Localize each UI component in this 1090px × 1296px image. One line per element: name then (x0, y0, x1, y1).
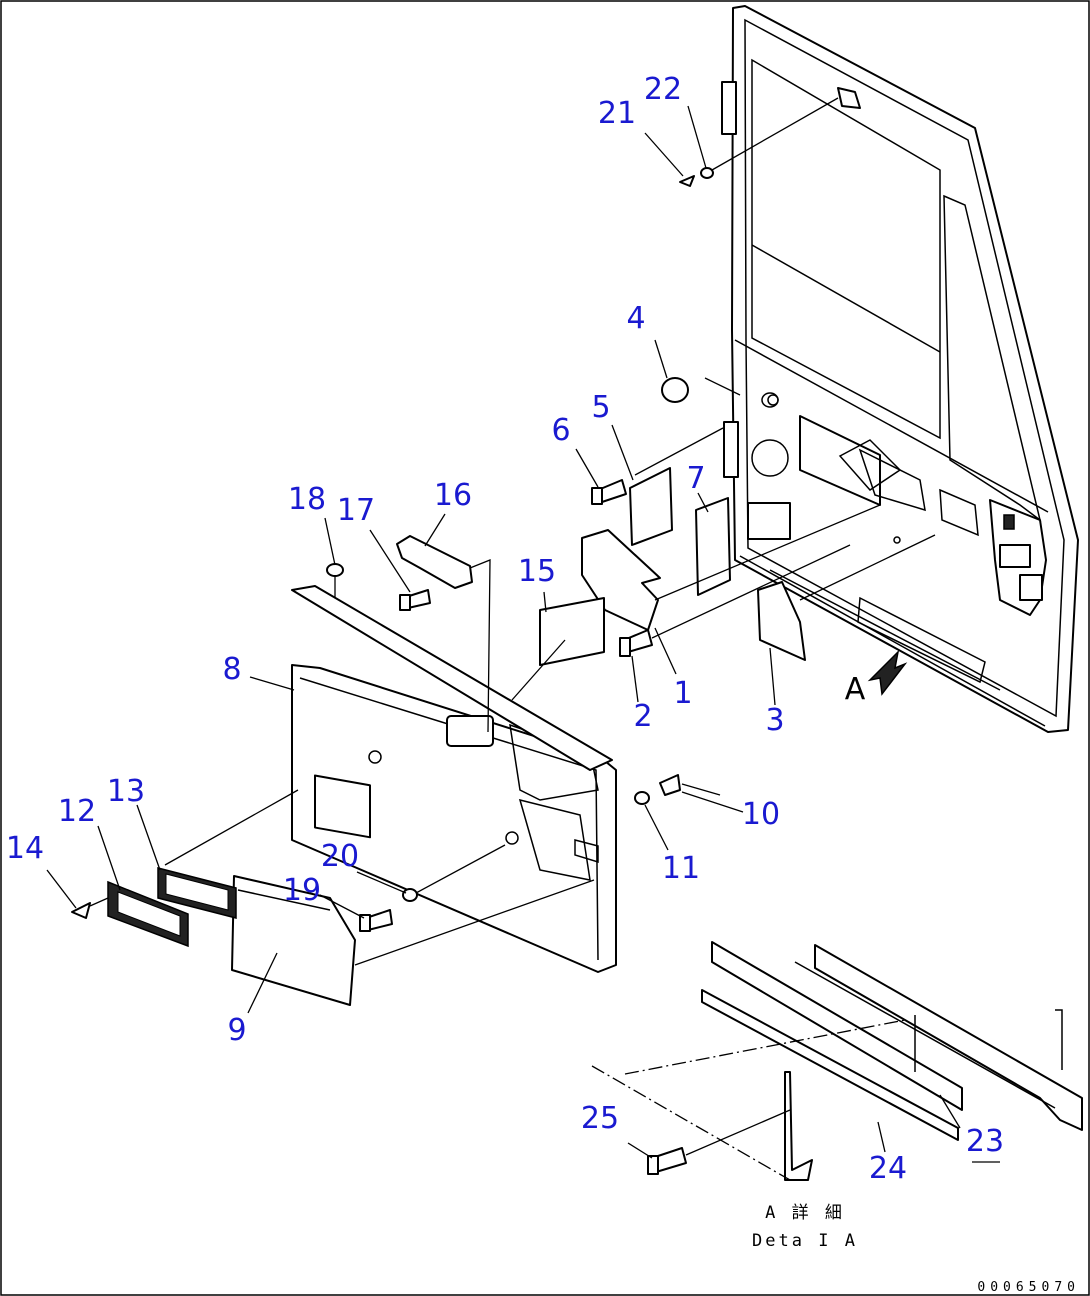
callout-25: 25 (581, 1101, 619, 1136)
callout-8: 8 (222, 652, 241, 687)
cab-door (721, 5, 1079, 733)
callout-15: 15 (518, 554, 556, 589)
callout-24: 24 (869, 1151, 907, 1186)
part-17-screw (399, 589, 431, 611)
part-4-plug (661, 377, 779, 408)
document-number: 00065070 (977, 1280, 1080, 1295)
part-19-screw (359, 909, 393, 932)
callout-17: 17 (337, 493, 375, 528)
part-8-trim-panel (291, 664, 617, 973)
callout-2: 2 (633, 699, 652, 734)
part-16-grip (396, 535, 491, 733)
leader-lines (46, 105, 1000, 1163)
part-14-rivet (71, 897, 109, 919)
part-7-label (695, 497, 731, 596)
part-21-plug (679, 175, 695, 187)
part-6-bolt (591, 479, 627, 505)
callout-18: 18 (288, 482, 326, 517)
callout-1: 1 (673, 676, 692, 711)
trim-top-rail (291, 585, 613, 771)
callout-16: 16 (434, 478, 472, 513)
part-22-washer (700, 87, 861, 179)
callout-5: 5 (591, 390, 610, 425)
part-10-screw (659, 774, 721, 796)
part-15-insulation (511, 597, 605, 701)
part-3-plate (757, 534, 936, 661)
callout-21: 21 (598, 96, 636, 131)
callout-19: 19 (283, 873, 321, 908)
part-5-pad (629, 427, 724, 546)
callout-9: 9 (227, 1013, 246, 1048)
callout-6: 6 (551, 413, 570, 448)
part-9-pocket (231, 875, 595, 1006)
callout-7: 7 (686, 461, 705, 496)
callout-10: 10 (742, 797, 780, 832)
callout-12: 12 (58, 794, 96, 829)
callout-22: 22 (644, 72, 682, 107)
callout-23: 23 (966, 1124, 1004, 1159)
callout-14: 14 (6, 831, 44, 866)
part-12-emblem (107, 880, 189, 948)
callout-3: 3 (765, 703, 784, 738)
part-2-bolt (619, 544, 851, 657)
callout-4: 4 (626, 301, 645, 336)
detail-note-line2: Deta I A (752, 1231, 858, 1251)
detail-note-line1: A 詳 細 (765, 1203, 845, 1223)
part-20-washer (402, 844, 506, 902)
detail-a-view (591, 941, 1083, 1181)
part-11-washer (634, 791, 650, 805)
callout-labels: 1 2 3 4 5 6 7 8 9 10 11 12 13 14 15 16 1… (6, 72, 1004, 1186)
callout-13: 13 (107, 774, 145, 809)
part-18-clip (326, 563, 344, 598)
part-25-bolt (647, 1109, 791, 1175)
view-arrow-a (867, 649, 908, 696)
part-13-emblem (157, 789, 299, 919)
callout-20: 20 (321, 839, 359, 874)
part-1-cover (581, 504, 881, 631)
callout-11: 11 (662, 851, 700, 886)
view-arrow-label: A (845, 672, 866, 707)
